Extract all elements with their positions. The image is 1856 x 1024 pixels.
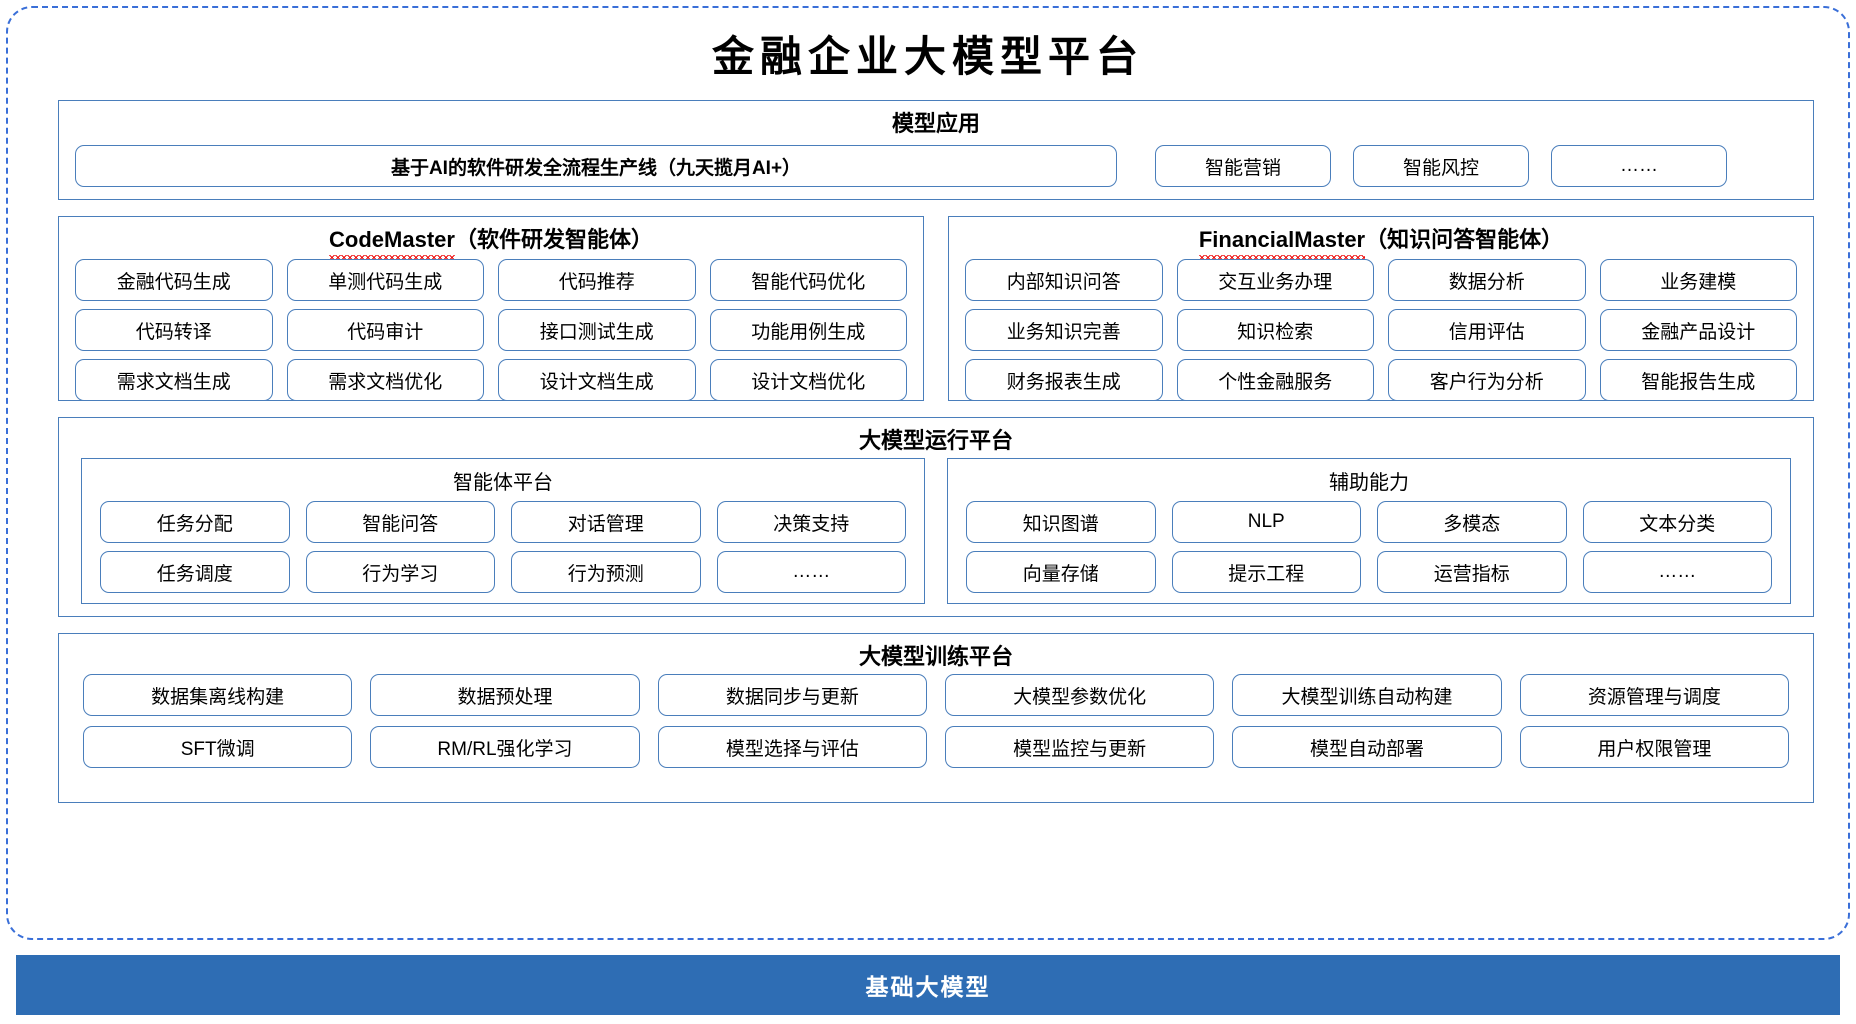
app-item-0[interactable]: 智能营销 (1155, 145, 1331, 187)
app-item-1[interactable]: 智能风控 (1353, 145, 1529, 187)
agent-platform-item-3[interactable]: 决策支持 (716, 501, 906, 543)
model-application-panel: 模型应用 基于AI的软件研发全流程生产线（九天揽月AI+） 智能营销 智能风控 … (58, 100, 1814, 200)
financialmaster-grid: 内部知识问答 交互业务办理 数据分析 业务建模 业务知识完善 知识检索 信用评估… (949, 255, 1813, 401)
app-item-main[interactable]: 基于AI的软件研发全流程生产线（九天揽月AI+） (75, 145, 1117, 187)
training-item-10[interactable]: 模型自动部署 (1232, 726, 1502, 768)
base-model-bar: 基础大模型 (16, 955, 1840, 1015)
training-platform-panel: 大模型训练平台 数据集离线构建 数据预处理 数据同步与更新 大模型参数优化 大模… (58, 633, 1814, 803)
training-platform-grid: 数据集离线构建 数据预处理 数据同步与更新 大模型参数优化 大模型训练自动构建 … (59, 672, 1813, 768)
training-item-8[interactable]: 模型选择与评估 (657, 726, 927, 768)
training-item-1[interactable]: 数据预处理 (370, 674, 640, 716)
financialmaster-item-5[interactable]: 知识检索 (1176, 309, 1374, 351)
runtime-platform-panel: 大模型运行平台 智能体平台 任务分配 智能问答 对话管理 决策支持 任务调度 行… (58, 417, 1814, 617)
agent-platform-title: 智能体平台 (453, 472, 553, 494)
page-title: 金融企业大模型平台 (711, 35, 1144, 81)
training-item-7[interactable]: RM/RL强化学习 (370, 726, 640, 768)
agent-platform-item-1[interactable]: 智能问答 (305, 501, 495, 543)
model-application-row: 基于AI的软件研发全流程生产线（九天揽月AI+） 智能营销 智能风控 …… (59, 145, 1813, 187)
codemaster-item-9[interactable]: 需求文档优化 (286, 359, 484, 401)
financialmaster-item-8[interactable]: 财务报表生成 (965, 359, 1163, 401)
codemaster-suffix: （软件研发智能体） (454, 227, 653, 252)
agent-platform-grid: 任务分配 智能问答 对话管理 决策支持 任务调度 行为学习 行为预测 …… (82, 501, 924, 593)
auxiliary-item-2[interactable]: 多模态 (1377, 501, 1567, 543)
training-item-9[interactable]: 模型监控与更新 (945, 726, 1215, 768)
auxiliary-capability-title: 辅助能力 (1329, 472, 1409, 494)
codemaster-item-0[interactable]: 金融代码生成 (75, 259, 273, 301)
auxiliary-item-4[interactable]: 向量存储 (966, 551, 1156, 593)
auxiliary-capability-grid: 知识图谱 NLP 多模态 文本分类 向量存储 提示工程 运营指标 …… (948, 501, 1790, 593)
codemaster-panel: CodeMaster（软件研发智能体） 金融代码生成 单测代码生成 代码推荐 智… (58, 216, 924, 401)
base-model-label: 基础大模型 (865, 974, 991, 1000)
auxiliary-capability-subpanel: 辅助能力 知识图谱 NLP 多模态 文本分类 向量存储 提示工程 运营指标 …… (947, 458, 1791, 604)
financialmaster-panel: FinancialMaster（知识问答智能体） 内部知识问答 交互业务办理 数… (948, 216, 1814, 401)
training-item-5[interactable]: 资源管理与调度 (1519, 674, 1789, 716)
codemaster-item-6[interactable]: 接口测试生成 (498, 309, 696, 351)
codemaster-item-5[interactable]: 代码审计 (286, 309, 484, 351)
codemaster-item-3[interactable]: 智能代码优化 (709, 259, 907, 301)
agent-platform-item-6[interactable]: 行为预测 (511, 551, 701, 593)
model-application-title: 模型应用 (891, 111, 980, 136)
training-item-11[interactable]: 用户权限管理 (1519, 726, 1789, 768)
auxiliary-item-5[interactable]: 提示工程 (1171, 551, 1361, 593)
runtime-platform-title: 大模型运行平台 (858, 428, 1013, 453)
training-item-4[interactable]: 大模型训练自动构建 (1232, 674, 1502, 716)
auxiliary-item-0[interactable]: 知识图谱 (966, 501, 1156, 543)
training-platform-title: 大模型训练平台 (858, 644, 1013, 669)
agent-platform-item-0[interactable]: 任务分配 (100, 501, 290, 543)
codemaster-item-11[interactable]: 设计文档优化 (709, 359, 907, 401)
financialmaster-name: FinancialMaster (1198, 225, 1366, 259)
financialmaster-item-10[interactable]: 客户行为分析 (1388, 359, 1586, 401)
financialmaster-item-3[interactable]: 业务建模 (1599, 259, 1797, 301)
auxiliary-item-6[interactable]: 运营指标 (1377, 551, 1567, 593)
agent-platform-item-7[interactable]: …… (716, 551, 906, 593)
codemaster-item-10[interactable]: 设计文档生成 (498, 359, 696, 401)
agent-platform-item-4[interactable]: 任务调度 (100, 551, 290, 593)
financialmaster-item-9[interactable]: 个性金融服务 (1176, 359, 1374, 401)
financialmaster-item-11[interactable]: 智能报告生成 (1599, 359, 1797, 401)
auxiliary-item-1[interactable]: NLP (1171, 501, 1361, 543)
agent-platform-subpanel: 智能体平台 任务分配 智能问答 对话管理 决策支持 任务调度 行为学习 行为预测… (81, 458, 925, 604)
codemaster-item-4[interactable]: 代码转译 (75, 309, 273, 351)
runtime-platform-columns: 智能体平台 任务分配 智能问答 对话管理 决策支持 任务调度 行为学习 行为预测… (59, 456, 1813, 604)
auxiliary-item-3[interactable]: 文本分类 (1582, 501, 1772, 543)
codemaster-item-1[interactable]: 单测代码生成 (286, 259, 484, 301)
financialmaster-item-2[interactable]: 数据分析 (1388, 259, 1586, 301)
app-item-2[interactable]: …… (1551, 145, 1727, 187)
codemaster-title: CodeMaster（软件研发智能体） (59, 217, 923, 259)
codemaster-item-7[interactable]: 功能用例生成 (709, 309, 907, 351)
financialmaster-item-4[interactable]: 业务知识完善 (965, 309, 1163, 351)
financialmaster-item-7[interactable]: 金融产品设计 (1599, 309, 1797, 351)
training-item-6[interactable]: SFT微调 (83, 726, 353, 768)
training-item-0[interactable]: 数据集离线构建 (83, 674, 353, 716)
diagram-outer-frame: 金融企业大模型平台 模型应用 基于AI的软件研发全流程生产线（九天揽月AI+） … (6, 6, 1850, 940)
financialmaster-title: FinancialMaster（知识问答智能体） (949, 217, 1813, 259)
financialmaster-item-1[interactable]: 交互业务办理 (1176, 259, 1374, 301)
codemaster-grid: 金融代码生成 单测代码生成 代码推荐 智能代码优化 代码转译 代码审计 接口测试… (59, 255, 923, 401)
agent-platform-item-5[interactable]: 行为学习 (305, 551, 495, 593)
financialmaster-item-0[interactable]: 内部知识问答 (965, 259, 1163, 301)
agent-platform-item-2[interactable]: 对话管理 (511, 501, 701, 543)
financialmaster-item-6[interactable]: 信用评估 (1388, 309, 1586, 351)
training-item-2[interactable]: 数据同步与更新 (657, 674, 927, 716)
codemaster-name: CodeMaster (329, 225, 455, 259)
financialmaster-suffix: （知识问答智能体） (1365, 227, 1564, 252)
auxiliary-item-7[interactable]: …… (1582, 551, 1772, 593)
codemaster-item-2[interactable]: 代码推荐 (498, 259, 696, 301)
codemaster-item-8[interactable]: 需求文档生成 (75, 359, 273, 401)
training-item-3[interactable]: 大模型参数优化 (945, 674, 1215, 716)
